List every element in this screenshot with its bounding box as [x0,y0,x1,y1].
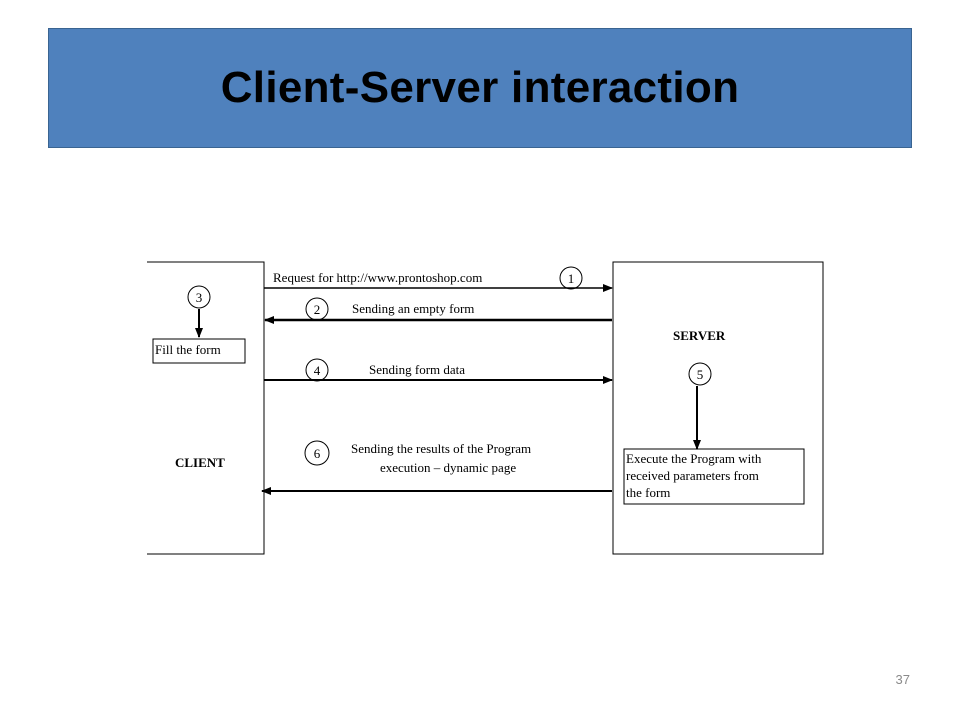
fill-form-text: Fill the form [155,342,221,357]
execute-program-box [623,448,805,505]
step-1-label: Request for http://www.prontoshop.com [273,270,482,285]
step-2-number: 2 [314,302,321,317]
title-banner: Client-Server interaction [48,28,912,148]
step-6-label-line-1: Sending the results of the Program [351,441,531,456]
server-column [612,261,824,555]
server-label: SERVER [673,328,726,343]
step-5-number: 5 [697,367,704,382]
fill-form-box [152,338,246,364]
step-2-label: Sending an empty form [352,301,474,316]
client-label: CLIENT [175,455,225,470]
step-6-circle [304,440,330,466]
client-column [147,261,265,555]
step-5-circle [688,362,712,386]
step-4-number: 4 [314,363,321,378]
execute-line-3: the form [626,485,670,500]
step-3-number: 3 [196,290,203,305]
execute-line-2: received parameters from [626,468,759,483]
step-3-circle [187,285,211,309]
page-number: 37 [895,672,910,687]
execute-line-1: Execute the Program with [626,451,762,466]
step-1-circle [559,266,583,290]
step-6-label-line-2: execution – dynamic page [380,460,516,475]
slide-title: Client-Server interaction [220,63,740,112]
step-6-number: 6 [314,446,321,461]
step-4-label: Sending form data [369,362,465,377]
step-1-number: 1 [568,271,575,286]
